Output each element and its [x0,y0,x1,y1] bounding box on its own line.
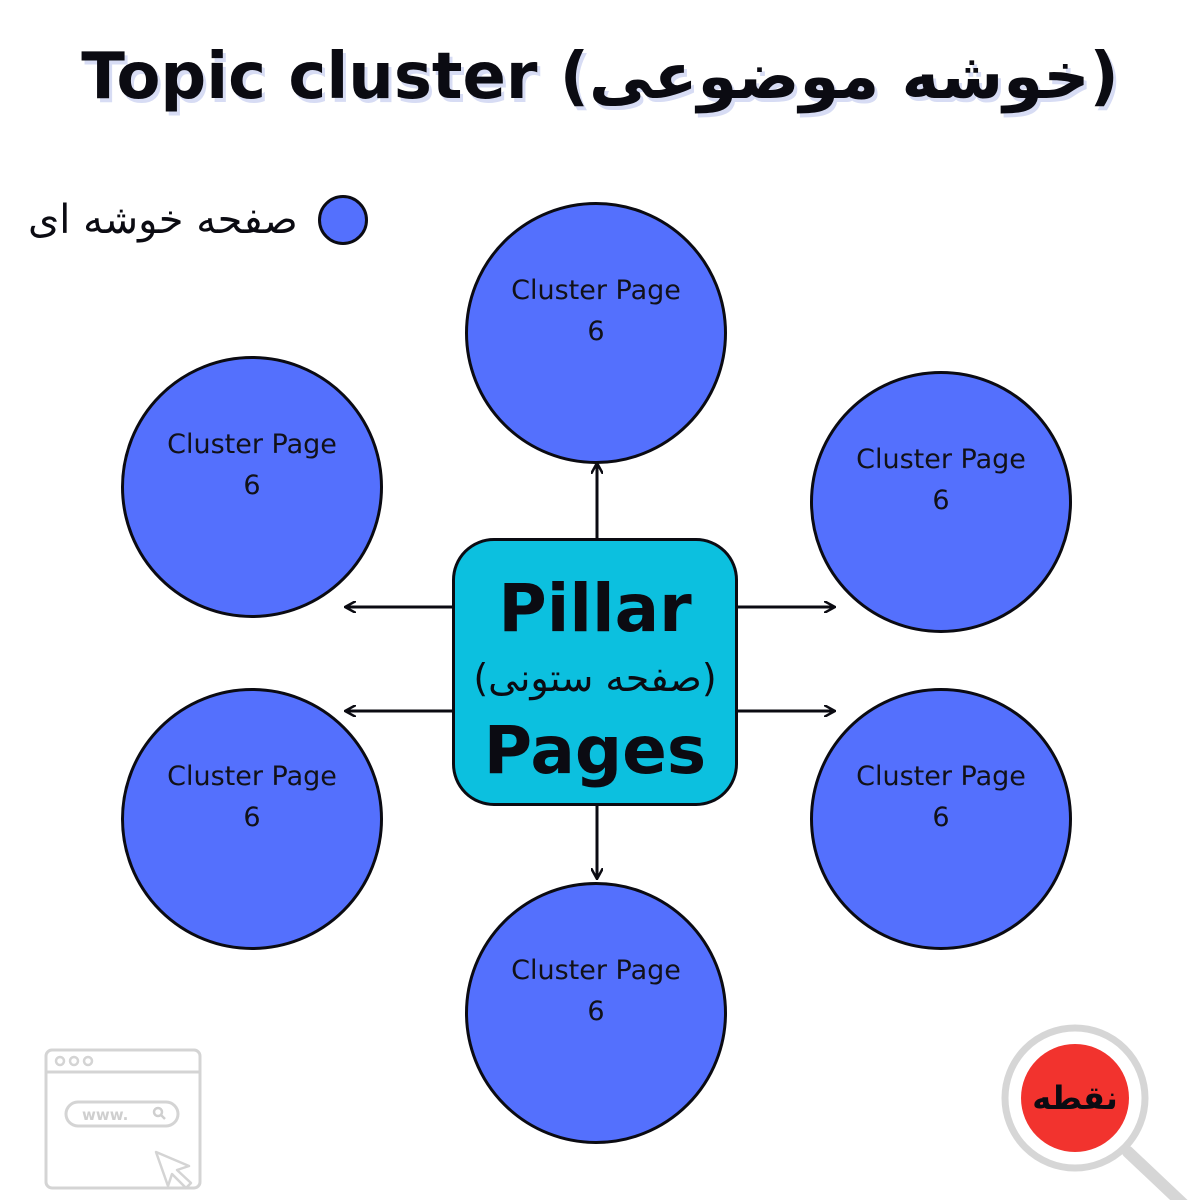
cluster-node-upper-left: Cluster Page 6 [121,356,383,618]
legend-label: صفحه خوشه ای [28,197,298,243]
cluster-node-label: Cluster Page [167,429,337,460]
cluster-node-label: Cluster Page [511,275,681,306]
cluster-node-upper-right: Cluster Page 6 [810,371,1072,633]
magnifier-icon [1000,1022,1200,1200]
pillar-subtitle: (صفحه ستونی) [473,656,717,700]
cluster-node-lower-right: Cluster Page 6 [810,688,1072,950]
page-title: Topic cluster (خوشه موضوعی) [81,40,1119,114]
cluster-node-top: Cluster Page 6 [465,202,727,464]
cluster-node-lower-left: Cluster Page 6 [121,688,383,950]
logo-text: نقطه [1032,1079,1118,1117]
cluster-node-number: 6 [243,470,261,501]
cluster-node-label: Cluster Page [856,444,1026,475]
pillar-page-box: Pillar (صفحه ستونی) Pages [452,538,738,806]
cluster-node-number: 6 [587,316,605,347]
cluster-node-label: Cluster Page [167,761,337,792]
pillar-title: Pillar [498,570,692,647]
cluster-node-bottom: Cluster Page 6 [465,882,727,1144]
cluster-node-number: 6 [932,485,950,516]
cluster-node-label: Cluster Page [511,955,681,986]
cluster-node-number: 6 [243,802,261,833]
browser-url-text: www. [82,1106,128,1124]
cluster-node-number: 6 [932,802,950,833]
cluster-node-label: Cluster Page [856,761,1026,792]
legend: صفحه خوشه ای [28,192,368,248]
cluster-node-number: 6 [587,996,605,1027]
browser-window-icon: www. [44,1048,202,1190]
pillar-title-second-line: Pages [483,712,707,789]
legend-swatch [317,195,368,245]
